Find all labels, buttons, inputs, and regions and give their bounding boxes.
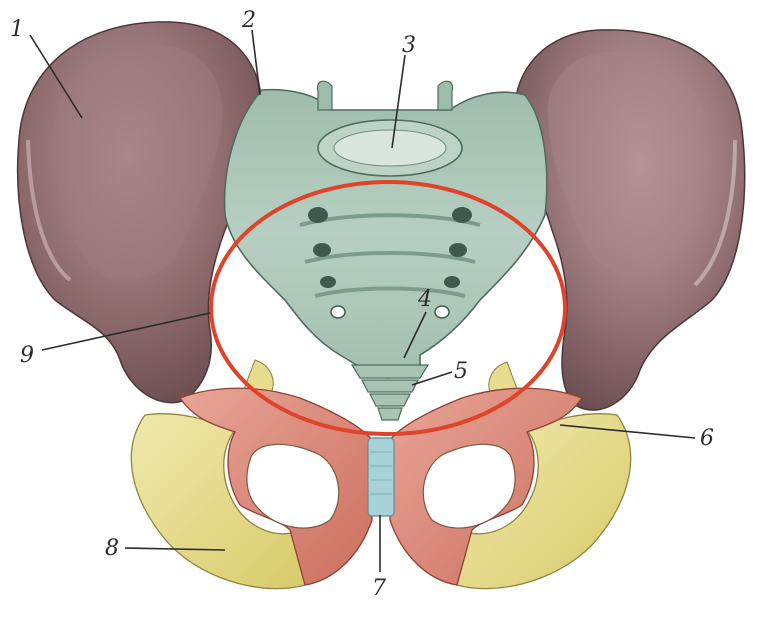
label-8: 8 [105, 536, 119, 561]
label-4: 4 [417, 287, 432, 312]
pubic-symphysis [368, 438, 394, 516]
label-2: 2 [241, 8, 256, 33]
label-1: 1 [10, 17, 24, 42]
label-6: 6 [700, 426, 714, 451]
label-5: 5 [454, 359, 468, 384]
label-7: 7 [372, 576, 386, 601]
label-3: 3 [402, 33, 416, 58]
right-ilium [515, 30, 745, 410]
label-9: 9 [20, 343, 34, 368]
